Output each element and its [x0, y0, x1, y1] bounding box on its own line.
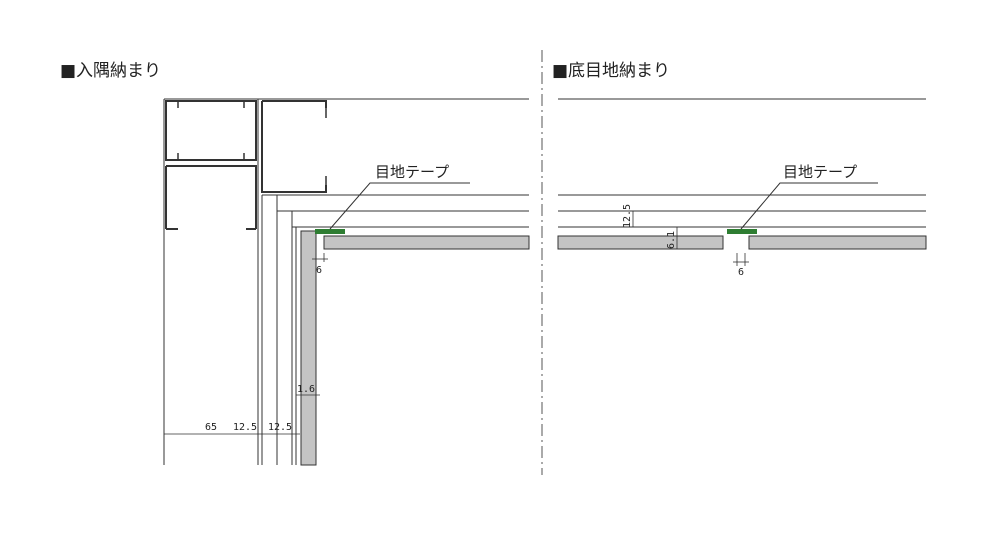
dim-gap-right: 6: [738, 267, 744, 278]
right-section-title: ■底目地納まり: [552, 61, 671, 81]
right-detail: [558, 98, 926, 228]
board-right: [748, 235, 927, 250]
finish-panel-vertical: [300, 230, 317, 466]
dim-thickness: 1.6: [297, 384, 315, 395]
callout-label: 目地テープ: [375, 163, 449, 181]
board-left: [557, 235, 724, 250]
stud-profile: [163, 99, 259, 465]
dim-gap: 6: [316, 265, 322, 276]
joint-tape: [315, 229, 345, 234]
callout-label-right: 目地テープ: [783, 163, 857, 181]
dim-depth: 6.1: [666, 231, 677, 249]
joint-tape-right: [727, 229, 757, 234]
left-section-title: ■入隅納まり: [60, 61, 162, 81]
dim-frame: 65: [205, 422, 217, 433]
finish-panel-horizontal: [323, 235, 530, 250]
callout-leader: [329, 182, 470, 230]
callout-leader-right: [740, 182, 878, 230]
dim-board: 12.5: [622, 204, 633, 228]
dim-panel-b: 12.5: [268, 422, 292, 433]
dim-panel-a: 12.5: [233, 422, 257, 433]
left-detail: [163, 98, 529, 465]
